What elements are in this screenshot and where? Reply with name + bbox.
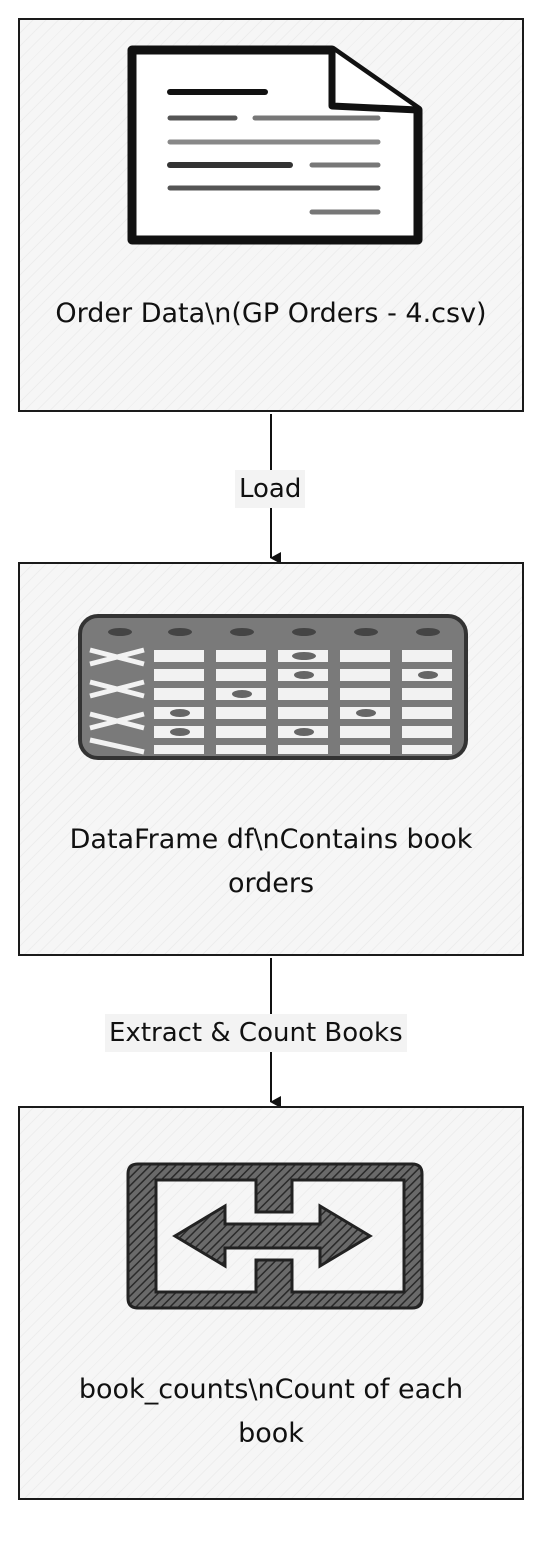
- node-label-dataframe: DataFrame df\nContains book orders: [69, 824, 473, 899]
- document-icon: [127, 45, 423, 245]
- transform-arrows-icon: [126, 1162, 424, 1310]
- node-label-book-counts: book_counts\nCount of each book: [78, 1374, 464, 1449]
- node-dataframe[interactable]: DataFrame df\nContains book orders: [18, 562, 524, 956]
- node-label-order-data: Order Data\n(GP Orders - 4.csv): [55, 298, 487, 329]
- node-order-data[interactable]: Order Data\n(GP Orders - 4.csv): [18, 18, 524, 412]
- edge-label-load: Load: [235, 470, 306, 508]
- node-book-counts[interactable]: book_counts\nCount of each book: [18, 1106, 524, 1500]
- table-icon: [78, 614, 468, 760]
- edge-label-extract-count: Extract & Count Books: [105, 1014, 407, 1052]
